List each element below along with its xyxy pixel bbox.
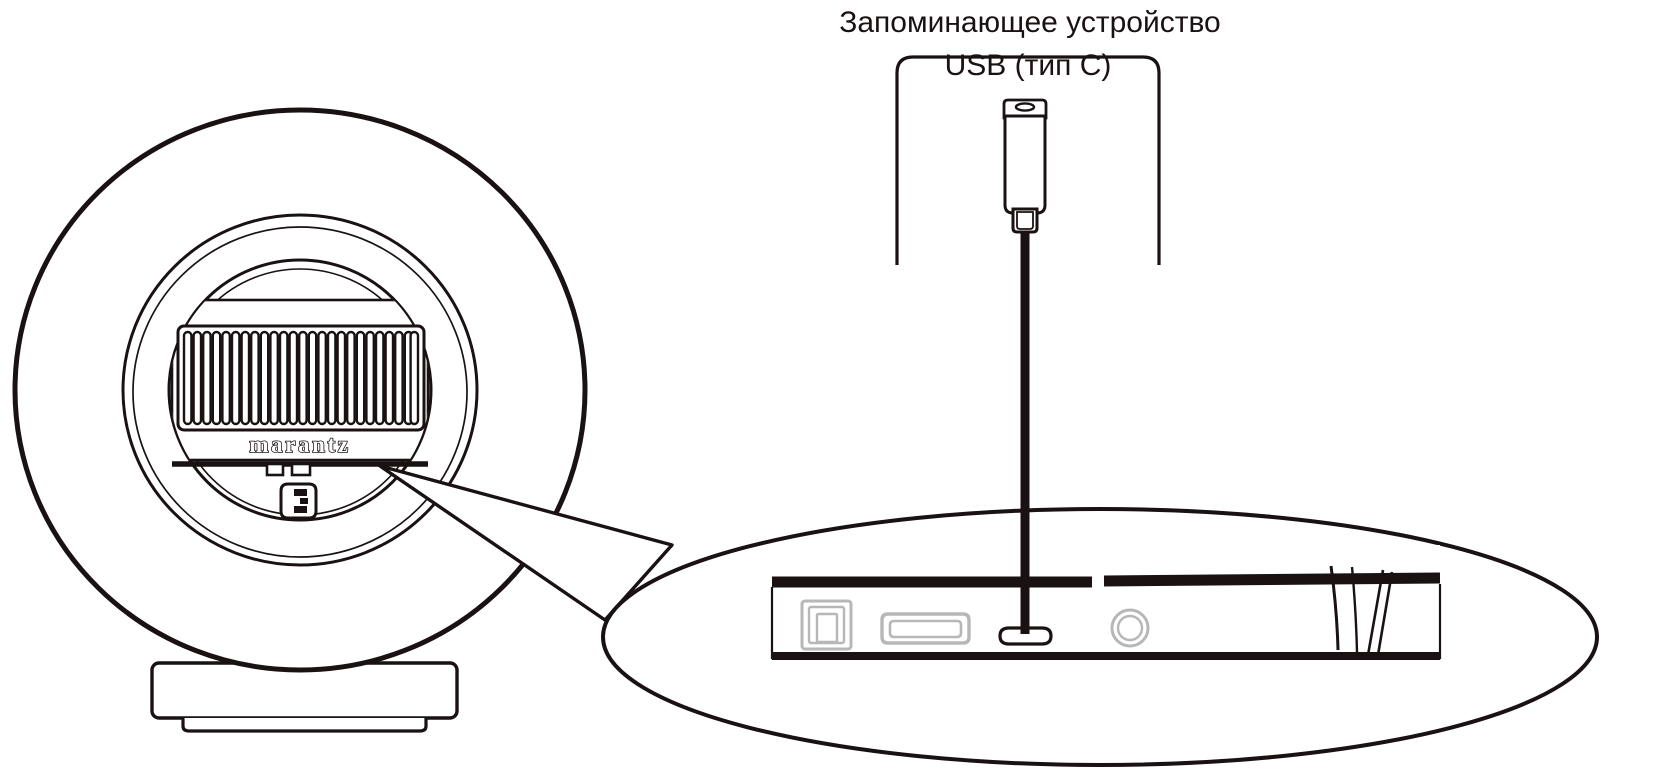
panel-body: [770, 545, 1442, 660]
port-analog-aux-jack: [1110, 608, 1150, 648]
accessory-bracket: [895, 55, 1161, 265]
magnified-rear-panel: [601, 507, 1599, 767]
keyring-hole: [1014, 102, 1036, 112]
iec-power-inlet: [279, 482, 318, 520]
callout-cone: [378, 464, 674, 622]
caption-line-2: USB (тип C): [945, 49, 1112, 82]
heatsink-fin-panel: [176, 324, 426, 432]
port-usb-c[interactable]: [998, 626, 1053, 646]
caption-line-1: Запоминающее устройство: [839, 6, 1220, 39]
inner-ring-shadow: [132, 226, 468, 558]
port-optical-digital-in: [800, 599, 853, 651]
usb-c-flash-drive: [1002, 98, 1048, 234]
chassis-bottom-rail: [172, 461, 428, 477]
port-hdmi-earc: [880, 612, 971, 645]
speaker-rear-view: marantz: [12, 107, 588, 733]
brand-wordmark: marantz: [249, 432, 350, 457]
stand-base: [150, 661, 459, 733]
